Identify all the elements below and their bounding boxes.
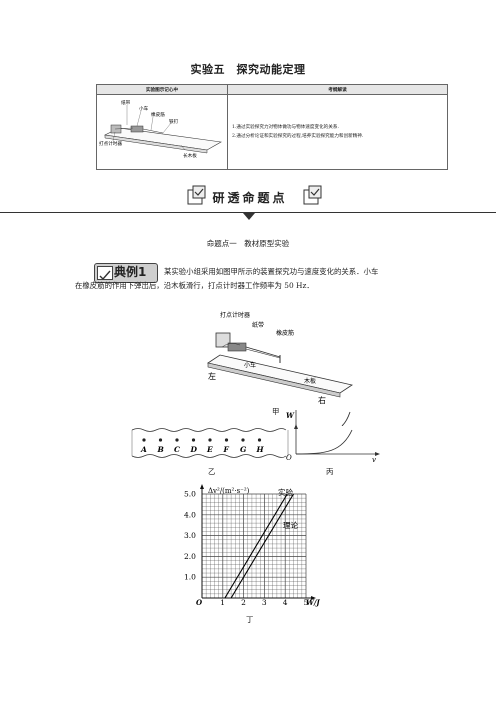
bing-origin: O bbox=[286, 454, 292, 462]
tape-point-label: E bbox=[206, 445, 213, 454]
jia-board-label: 木板 bbox=[304, 377, 316, 385]
label-rubber-band: 橡皮筋 bbox=[151, 111, 165, 118]
goal-item: 1.通过实验探究力对物体做功与物体速度变化的关系. bbox=[232, 125, 339, 130]
jia-tape-label: 纸带 bbox=[252, 321, 264, 329]
x-tick-label: 3 bbox=[262, 598, 267, 607]
x-tick-label: 4 bbox=[283, 598, 288, 607]
ding-y-label: Δv²/(m²·s⁻²) bbox=[208, 487, 250, 495]
tape-point-label: F bbox=[223, 445, 230, 454]
tape-dot bbox=[158, 438, 163, 442]
section-banner: 研透命题点 bbox=[212, 191, 288, 205]
jia-timer-label: 打点计时器 bbox=[220, 311, 250, 319]
table-header-right: 考纲解读 bbox=[227, 84, 448, 95]
tape-dot bbox=[257, 438, 262, 442]
ding-exp-label: 实验 bbox=[278, 487, 293, 497]
tape-dot bbox=[224, 438, 229, 442]
jia-right-label: 右 bbox=[318, 395, 326, 405]
tape-point-label: B bbox=[157, 445, 164, 454]
label-board: 长木板 bbox=[183, 152, 197, 159]
label-nail: 铁钉 bbox=[169, 118, 179, 125]
banner-divider bbox=[0, 212, 496, 213]
goals-cell: 1.通过实验探究力对物体做功与物体速度变化的关系. 2.通过分析论证和实验探究的… bbox=[227, 94, 448, 170]
apparatus-sketch: 纸带 小车 橡皮筋 铁钉 打点计时器 长木板 bbox=[99, 99, 222, 159]
check-icon bbox=[97, 266, 113, 281]
ding-x-label: W/J bbox=[306, 598, 320, 607]
tape-point-label: C bbox=[174, 445, 180, 454]
tape-point-label: A bbox=[140, 445, 147, 454]
bing-y-label: W bbox=[286, 411, 295, 420]
series-line bbox=[224, 493, 288, 599]
jia-cart-label: 小车 bbox=[244, 361, 256, 369]
label-cart: 小车 bbox=[139, 105, 149, 112]
bing-x-label: v bbox=[372, 456, 376, 462]
tape-dot bbox=[241, 438, 245, 442]
jia-left-label: 左 bbox=[208, 371, 216, 381]
label-paper-tape: 纸带 bbox=[121, 99, 131, 106]
ding-origin: O bbox=[196, 598, 203, 607]
tape-point-label: D bbox=[190, 445, 198, 454]
apparatus-figure-cell: 纸带 小车 橡皮筋 铁钉 打点计时器 长木板 bbox=[96, 94, 228, 170]
example-label: 典例1 bbox=[114, 265, 147, 279]
y-tick-label: 4.0 bbox=[184, 510, 196, 519]
y-tick-label: 5.0 bbox=[184, 490, 196, 499]
banner-left-icon bbox=[187, 185, 206, 205]
tape-point-label: H bbox=[256, 445, 265, 454]
tape-dot bbox=[191, 438, 196, 442]
page-title: 实验五 探究动能定理 bbox=[190, 63, 306, 76]
tape-point-label: G bbox=[240, 445, 247, 454]
x-tick-label: 5 bbox=[304, 598, 309, 607]
subsection-heading: 命题点一 教材原型实验 bbox=[206, 239, 290, 248]
y-tick-label: 2.0 bbox=[184, 552, 196, 561]
x-tick-label: 1 bbox=[220, 598, 225, 607]
banner-pointer bbox=[243, 213, 255, 220]
intro-table: 实验图示记心中 考纲解读 纸带 小车 橡皮筋 铁钉 打点计时 bbox=[96, 84, 448, 170]
banner-right-icon bbox=[303, 185, 322, 205]
series-line bbox=[230, 493, 294, 599]
figure-ding-caption: 丁 bbox=[246, 615, 254, 624]
y-tick-label: 1.0 bbox=[184, 573, 196, 582]
figure-jia: 打点计时器 纸带 橡皮筋 小车 左 右 木板 bbox=[207, 311, 353, 405]
tape-dot bbox=[142, 438, 146, 442]
label-timer: 打点计时器 bbox=[99, 140, 122, 147]
goal-item: 2.通过分析论证和实验探究的过程,培养实验探究能力和创新精神. bbox=[232, 134, 364, 139]
problem-text-line1: 某实验小组采用如图甲所示的装置探究功与速度变化的关系．小车 bbox=[164, 267, 379, 276]
y-axis-arrow bbox=[200, 484, 204, 489]
figure-bing-axes: O v bbox=[286, 424, 380, 462]
figure-yi-caption: 乙 bbox=[208, 467, 216, 476]
figure-bing-caption: 丙 bbox=[326, 467, 334, 476]
bing-curve bbox=[295, 429, 353, 455]
problem-text-line2: 在橡皮筋的作用下弹出后，沿木板滑行，打点计时器工作频率为 50 Hz． bbox=[75, 281, 314, 290]
x-axis-arrow bbox=[311, 596, 316, 600]
jia-rubber-label: 橡皮筋 bbox=[276, 329, 294, 337]
ding-theory-label: 理论 bbox=[283, 520, 298, 530]
figure-bing-top: W bbox=[286, 410, 351, 426]
y-tick-label: 3.0 bbox=[184, 531, 196, 540]
x-tick-label: 2 bbox=[241, 598, 246, 607]
table-header-left: 实验图示记心中 bbox=[96, 84, 228, 95]
tape-dot bbox=[175, 438, 179, 442]
tape-dot bbox=[208, 438, 212, 442]
figure-jia-caption: 甲 bbox=[272, 407, 280, 416]
